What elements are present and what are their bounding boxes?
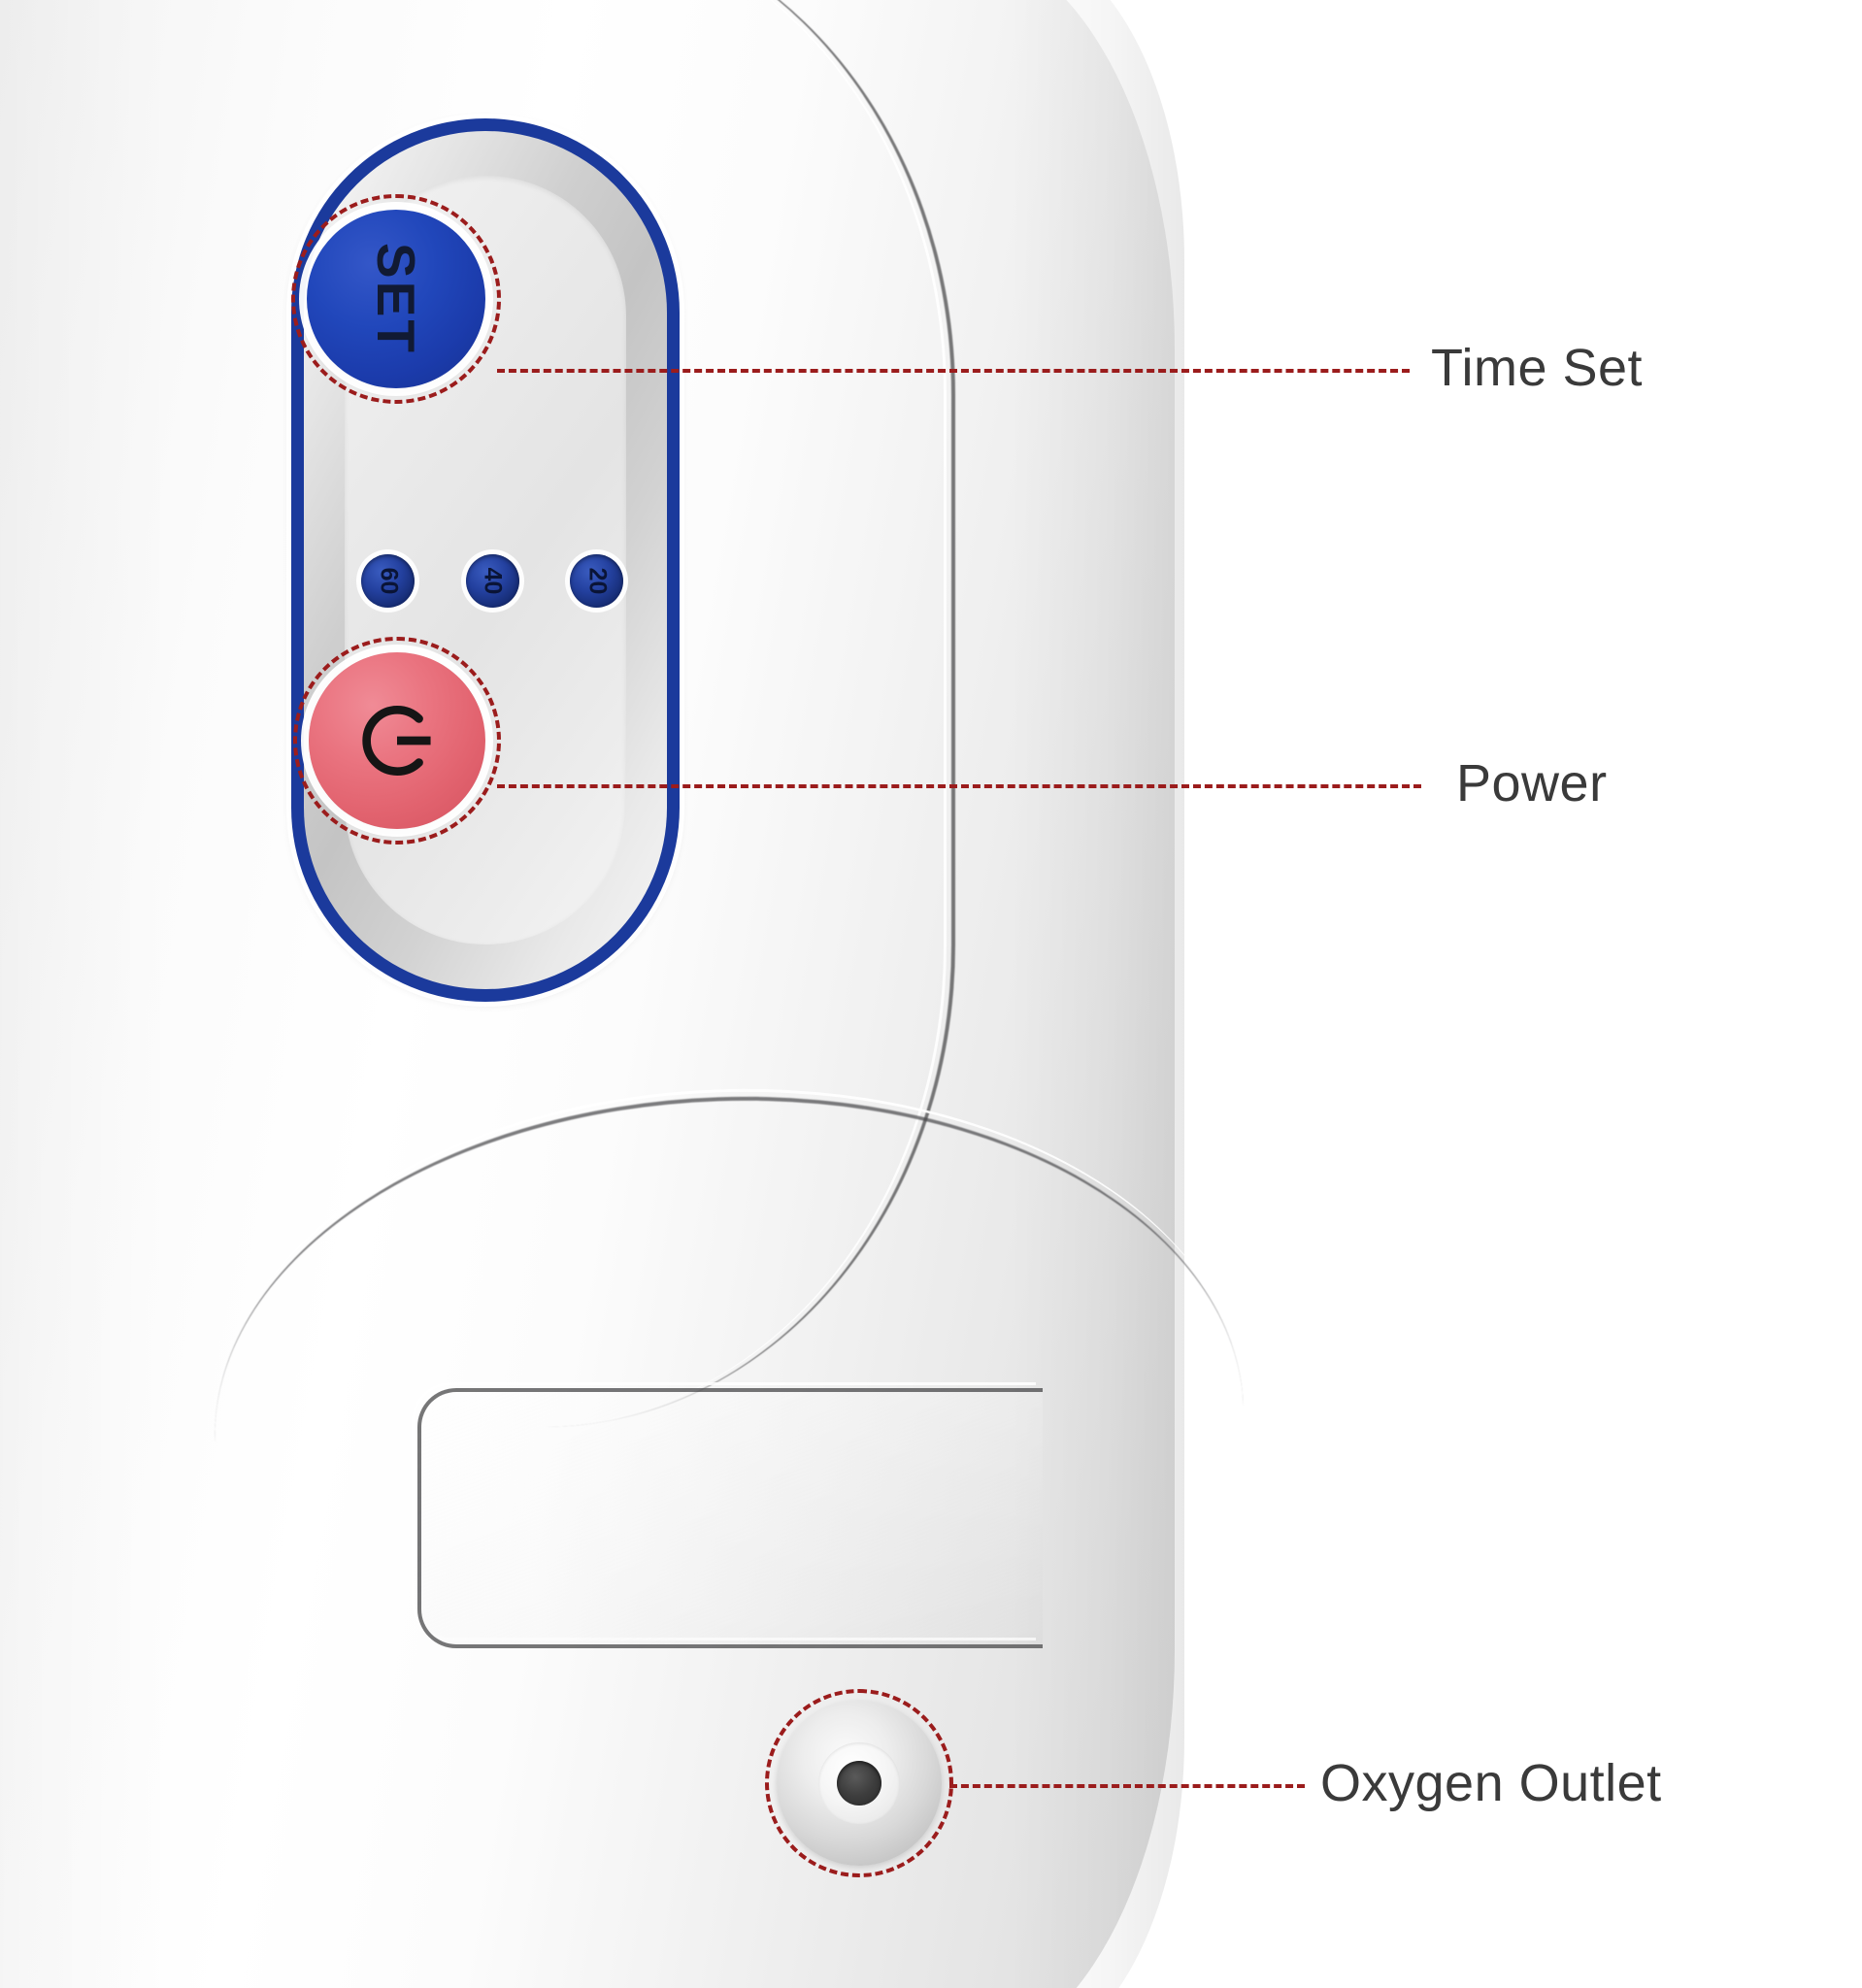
- timer-led-20-label: 20: [583, 567, 611, 594]
- callout-line-power: [497, 784, 1421, 788]
- callout-line-time-set: [497, 369, 1410, 373]
- timer-led-20[interactable]: 20: [570, 553, 623, 608]
- device-body-left-shading: [0, 0, 175, 1988]
- annotation-ring-set-button: [291, 194, 501, 404]
- annotation-ring-oxygen-outlet: [765, 1689, 953, 1877]
- annotation-ring-power-button: [293, 637, 501, 845]
- timer-led-60[interactable]: 60: [361, 553, 415, 608]
- callout-label-oxygen-outlet: Oxygen Outlet: [1320, 1754, 1662, 1812]
- device-body-right-shading: [1010, 0, 1184, 1988]
- handle-recess: [417, 1388, 1043, 1648]
- timer-led-40-label: 40: [479, 567, 507, 594]
- body-seam-vertical-highlight: [536, 0, 947, 1427]
- timer-led-40[interactable]: 40: [465, 553, 519, 608]
- callout-line-oxygen-outlet: [949, 1784, 1305, 1788]
- callout-label-power: Power: [1456, 754, 1608, 812]
- callout-label-time-set: Time Set: [1431, 339, 1644, 397]
- timer-led-60-label: 60: [375, 567, 402, 594]
- timer-indicator-row: 60 40 20: [361, 551, 623, 610]
- body-seam-vertical: [544, 0, 955, 1427]
